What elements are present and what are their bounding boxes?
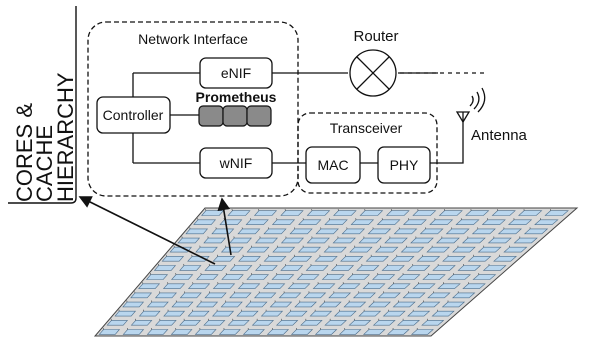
phy-label: PHY: [390, 157, 419, 173]
prometheus-cell-3: [247, 106, 271, 126]
network-interface-title: Network Interface: [138, 31, 248, 47]
controller-label: Controller: [103, 107, 164, 123]
chip-tile: [202, 211, 224, 216]
antenna-label: Antenna: [471, 127, 528, 144]
prometheus-label: Prometheus: [196, 89, 277, 105]
prometheus-cells: [199, 106, 271, 126]
prometheus-cell-1: [199, 106, 223, 126]
router-label: Router: [353, 28, 398, 45]
prometheus-cell-2: [223, 106, 247, 126]
enif-label: eNIF: [221, 65, 251, 81]
chip-plane: [95, 208, 577, 336]
router-icon: [350, 50, 396, 96]
wnif-label: wNIF: [219, 155, 253, 171]
chip-tile: [178, 238, 199, 243]
chip-tile: [194, 220, 216, 225]
chip-tile: [186, 229, 207, 234]
cores-label-line3: HIERARCHY: [53, 72, 78, 202]
antenna-icon: [457, 88, 485, 122]
mac-label: MAC: [317, 157, 348, 173]
transceiver-title: Transceiver: [330, 120, 403, 136]
chip-tile: [228, 211, 250, 216]
cores-cache-label: CORES & CACHE HIERARCHY: [12, 72, 78, 202]
